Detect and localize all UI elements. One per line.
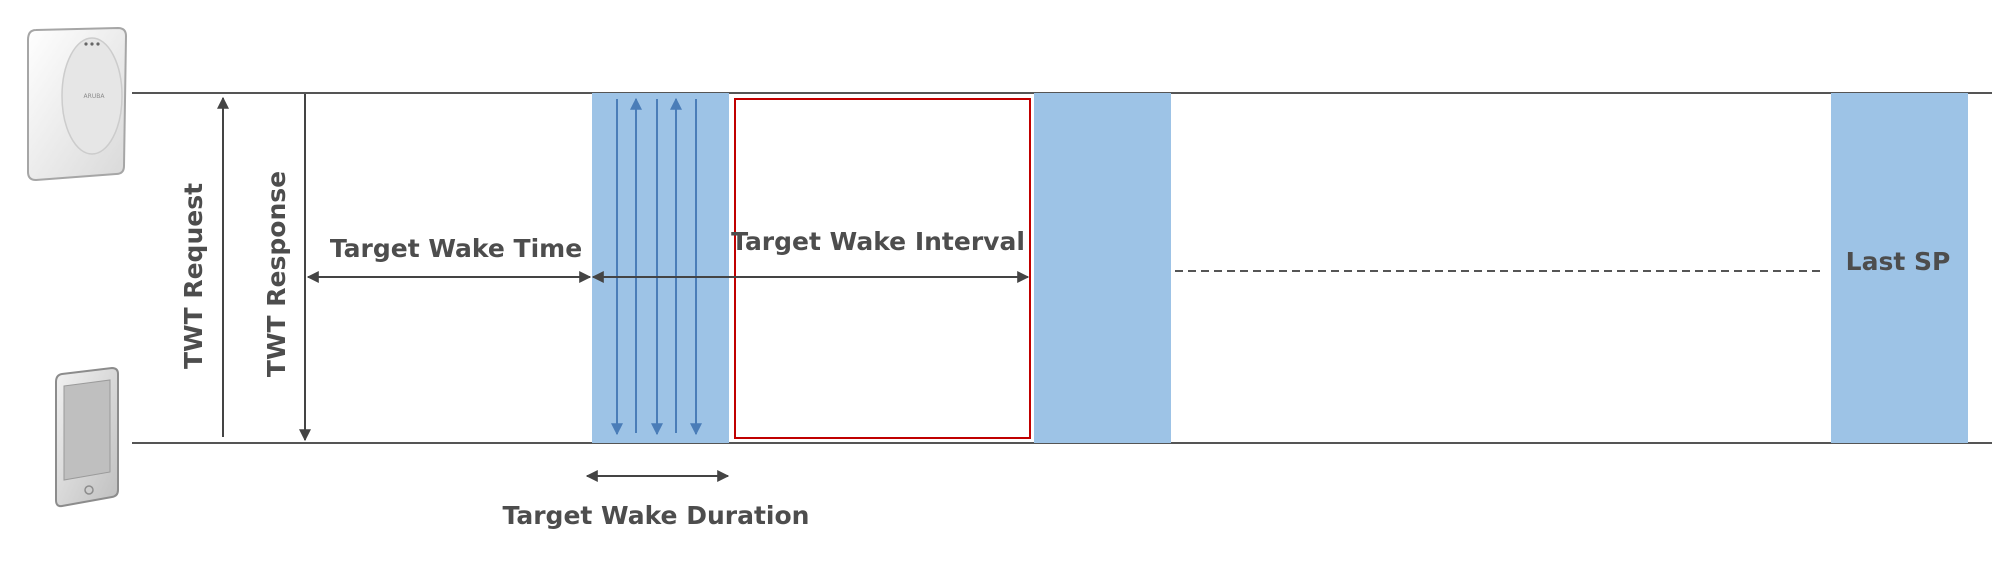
frame-exchange-arrows [611, 97, 702, 436]
target-wake-interval-label: Target Wake Interval [731, 227, 1025, 256]
service-period-1 [592, 93, 729, 443]
target-wake-interval-box [734, 98, 1031, 439]
target-wake-time-label: Target Wake Time [330, 234, 582, 263]
tablet-icon [55, 366, 119, 508]
access-point-brand: ARUBA [84, 93, 106, 100]
access-point-icon: ARUBA [27, 26, 128, 182]
service-period-last [1831, 93, 1968, 443]
twt-response-label: TWT Response [262, 171, 291, 377]
twt-request-label: TWT Request [179, 183, 208, 369]
last-sp-label: Last SP [1846, 247, 1951, 276]
service-period-2 [1034, 93, 1171, 443]
target-wake-duration-label: Target Wake Duration [503, 501, 810, 530]
